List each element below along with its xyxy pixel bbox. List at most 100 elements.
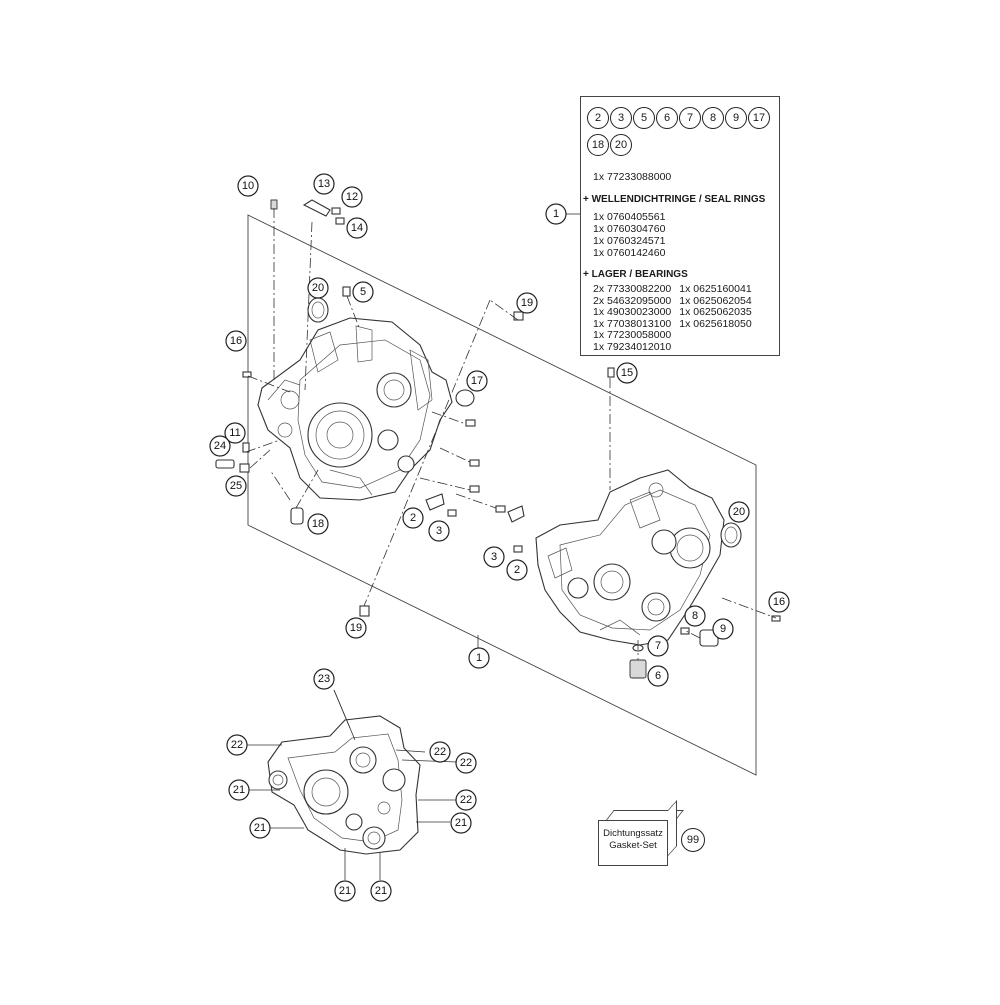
bearings-list: 2x 77330082200 2x 54632095000 1x 4903002… xyxy=(593,283,752,354)
callout-c99: 99 xyxy=(681,828,705,852)
washer-8 xyxy=(680,627,690,635)
callout-c21-c: 21 xyxy=(450,812,472,834)
callout-c16-left: 16 xyxy=(225,330,247,352)
seal-ring-3: 1x 0760324571 xyxy=(593,235,666,247)
assembly-number: 1x 77233088000 xyxy=(593,171,672,183)
left-crankcase-half xyxy=(257,317,453,501)
svg-text:19: 19 xyxy=(350,622,362,634)
clip-2-right xyxy=(507,505,525,523)
bearing-item: 1x 0625062054 xyxy=(679,294,752,307)
bearings-col-1: 2x 77330082200 2x 54632095000 1x 4903002… xyxy=(593,283,672,354)
plug-6 xyxy=(629,659,647,679)
bearing-item: 1x 0625618050 xyxy=(679,317,752,330)
svg-text:17: 17 xyxy=(471,375,483,387)
small-parts xyxy=(215,199,781,679)
callout-c12: 12 xyxy=(341,186,363,208)
callout-c2-right: 2 xyxy=(506,559,528,581)
box-callout: 17 xyxy=(748,107,770,129)
bearing-item: 1x 0625160041 xyxy=(679,283,752,295)
svg-text:2: 2 xyxy=(410,512,416,524)
svg-text:18: 18 xyxy=(312,518,324,530)
leader-lines xyxy=(245,208,777,660)
seal-ring-4: 1x 0760142460 xyxy=(593,247,666,259)
callout-c18: 18 xyxy=(307,513,329,535)
svg-text:16: 16 xyxy=(230,335,242,347)
svg-text:9: 9 xyxy=(720,623,726,635)
svg-text:3: 3 xyxy=(436,525,442,537)
callout-c24: 24 xyxy=(209,435,231,457)
seal-ring-1: 1x 0760405561 xyxy=(593,211,666,223)
screw-12 xyxy=(331,207,341,215)
svg-text:12: 12 xyxy=(346,191,358,203)
callout-c1-bottom: 1 xyxy=(468,647,490,669)
svg-text:8: 8 xyxy=(692,610,698,622)
svg-text:13: 13 xyxy=(318,178,330,190)
callout-c20-right: 20 xyxy=(728,501,750,523)
callout-c19-bottom: 19 xyxy=(345,617,367,639)
callout-c1-box: 1 xyxy=(545,203,567,225)
svg-text:19: 19 xyxy=(521,297,533,309)
callout-c2-left: 2 xyxy=(402,507,424,529)
screw-3-left xyxy=(447,509,457,517)
callout-c14: 14 xyxy=(346,217,368,239)
callout-c9: 9 xyxy=(712,618,734,640)
plug-20-left xyxy=(307,297,329,323)
bolt-16-right xyxy=(771,615,781,622)
svg-text:5: 5 xyxy=(360,286,366,298)
bolt-10 xyxy=(270,199,278,210)
callout-c19-top: 19 xyxy=(516,292,538,314)
svg-text:7: 7 xyxy=(655,640,661,652)
lower-view-leaders xyxy=(247,689,458,880)
box-callout: 8 xyxy=(702,107,724,129)
callout-c22-d: 22 xyxy=(455,789,477,811)
callout-c3-left: 3 xyxy=(428,520,450,542)
callout-c25: 25 xyxy=(225,475,247,497)
svg-text:22: 22 xyxy=(460,794,472,806)
screw-14 xyxy=(335,217,345,225)
bearings-col-2: 1x 0625160041 1x 0625062054 1x 062506203… xyxy=(679,283,752,354)
callout-c10: 10 xyxy=(237,175,259,197)
seal-ring-2: 1x 0760304760 xyxy=(593,223,666,235)
screw-24 xyxy=(215,459,235,469)
callout-c15: 15 xyxy=(616,362,638,384)
bearing-item: 1x 77038013100 xyxy=(593,317,672,330)
bearing-item: 1x 79234012010 xyxy=(593,340,672,353)
box-callout: 9 xyxy=(725,107,747,129)
clip-2-left xyxy=(425,493,445,511)
svg-text:21: 21 xyxy=(233,784,245,796)
box-callout: 18 xyxy=(587,134,609,156)
svg-text:15: 15 xyxy=(621,367,633,379)
plug-20-right xyxy=(720,522,742,548)
callout-c21-b: 21 xyxy=(249,817,271,839)
callout-c22-a: 22 xyxy=(226,734,248,756)
svg-text:22: 22 xyxy=(434,746,446,758)
callout-c21-d: 21 xyxy=(334,880,356,902)
callout-c23: 23 xyxy=(313,668,335,690)
bearing-item: 2x 77330082200 xyxy=(593,283,672,295)
bearing-item: 1x 77230058000 xyxy=(593,329,672,342)
box-callout: 2 xyxy=(587,107,609,129)
box-callout: 20 xyxy=(610,134,632,156)
svg-text:24: 24 xyxy=(214,440,226,452)
pin-19-bottom xyxy=(359,605,370,617)
bearings-header: + LAGER / BEARINGS xyxy=(583,269,688,280)
callout-c22-b: 22 xyxy=(429,741,451,763)
svg-text:10: 10 xyxy=(242,180,254,192)
svg-text:22: 22 xyxy=(460,757,472,769)
svg-text:1: 1 xyxy=(553,208,559,220)
screw-3-right xyxy=(513,545,523,553)
svg-text:2: 2 xyxy=(514,564,520,576)
svg-text:21: 21 xyxy=(254,822,266,834)
svg-text:14: 14 xyxy=(351,222,363,234)
svg-text:6: 6 xyxy=(655,670,661,682)
callout-c20-left: 20 xyxy=(307,277,329,299)
callout-c3-right: 3 xyxy=(483,546,505,568)
callout-c6: 6 xyxy=(647,665,669,687)
clip-13 xyxy=(302,199,331,217)
svg-text:20: 20 xyxy=(733,506,745,518)
svg-text:21: 21 xyxy=(339,885,351,897)
box-callout: 7 xyxy=(679,107,701,129)
callout-c21-e: 21 xyxy=(370,880,392,902)
